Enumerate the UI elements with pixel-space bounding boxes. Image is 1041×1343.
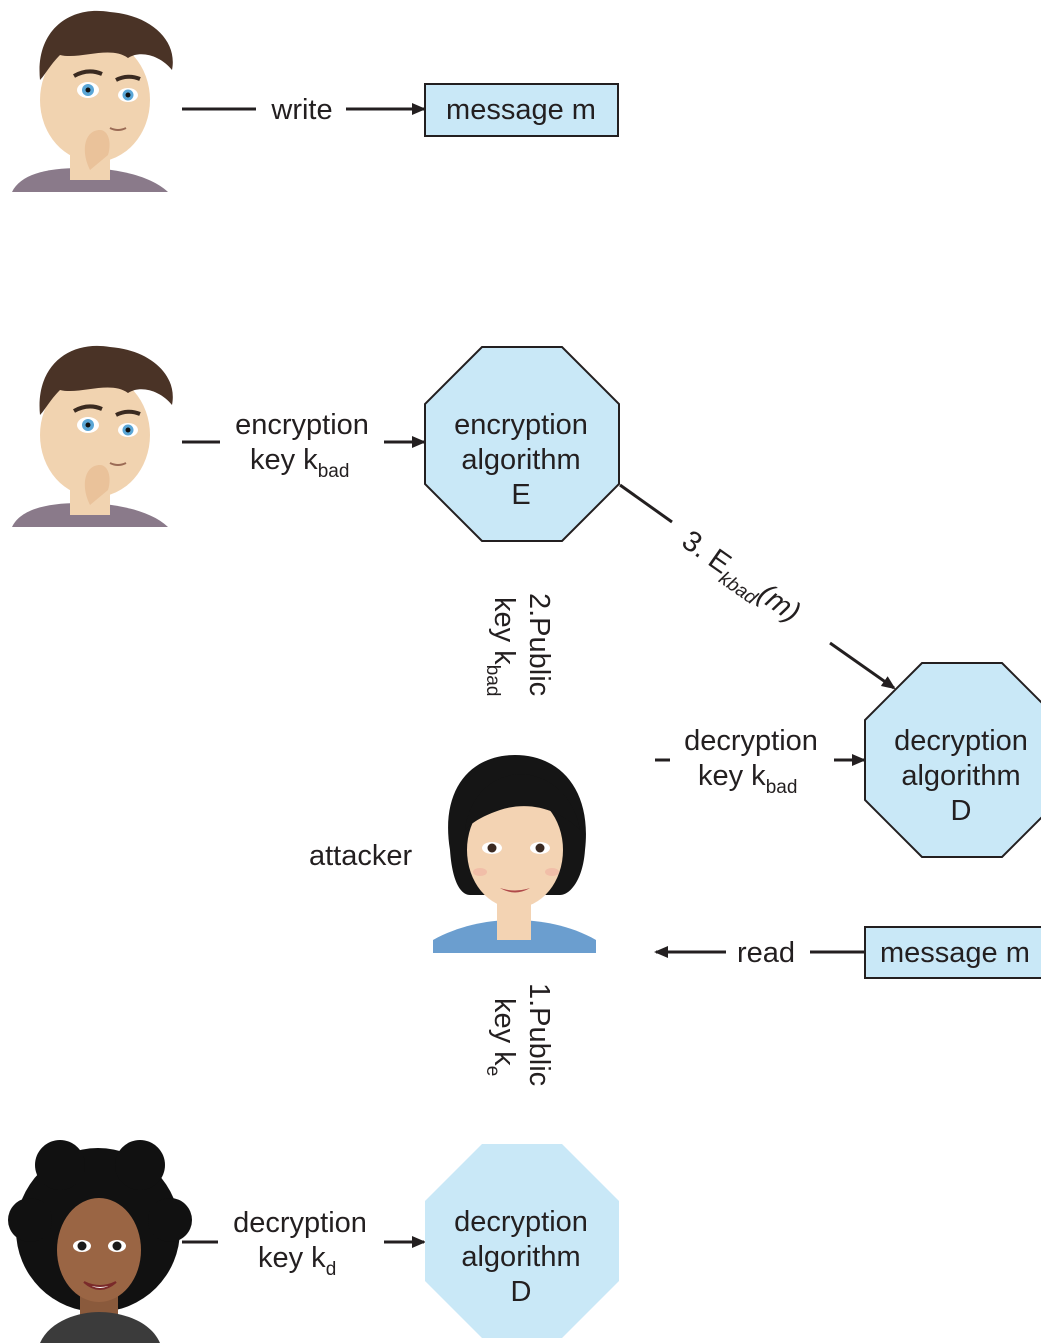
read-label: read [737,937,795,969]
receiver-dec-algo-line-1: decryption [454,1206,588,1238]
step1-line-1: 1.Public [523,983,555,1086]
enc-algo-line-1: encryption [454,409,588,441]
sender-avatar-top [12,10,173,192]
message-box-sender-label: message m [446,94,596,126]
receiver-dec-key-label-1: decryption [233,1207,367,1239]
step1-line-2: key ke [482,998,520,1076]
step3-line-top [619,483,673,524]
receiver-dec-key-label-2: key kd [258,1242,336,1280]
sender-avatar-middle [12,345,173,527]
receiver-decryption-algorithm-octagon [425,1144,619,1338]
attacker-dec-algo-line-3: D [951,795,972,827]
attacker-dec-key-label-2: key kbad [698,760,797,798]
receiver-avatar [8,1140,192,1343]
message-box-sender [424,83,619,137]
attacker-dec-algo-line-2: algorithm [901,760,1020,792]
write-label: write [270,94,332,126]
receiver-dec-algo-line-3: D [511,1276,532,1308]
enc-algo-line-2: algorithm [461,444,580,476]
message-box-attacker [864,926,1041,979]
enc-key-label-1: encryption [235,409,369,441]
step2-line-2: key kbad [482,597,520,696]
attacker-dec-algo-line-1: decryption [894,725,1028,757]
step3-label: 3. Ekbad(m) [673,525,806,634]
receiver-dec-algo-line-2: algorithm [461,1241,580,1273]
attacker-label: attacker [309,840,412,872]
enc-algo-line-3: E [511,479,530,511]
step3-arrow [829,641,896,690]
encryption-algorithm-octagon [424,346,620,542]
attacker-dec-key-label-1: decryption [684,725,818,757]
attacker-decryption-algorithm-octagon [864,662,1041,858]
message-box-attacker-label: message m [880,937,1030,969]
attacker-avatar [433,755,596,953]
enc-key-label-2: key kbad [250,444,349,482]
step2-line-1: 2.Public [523,593,555,696]
